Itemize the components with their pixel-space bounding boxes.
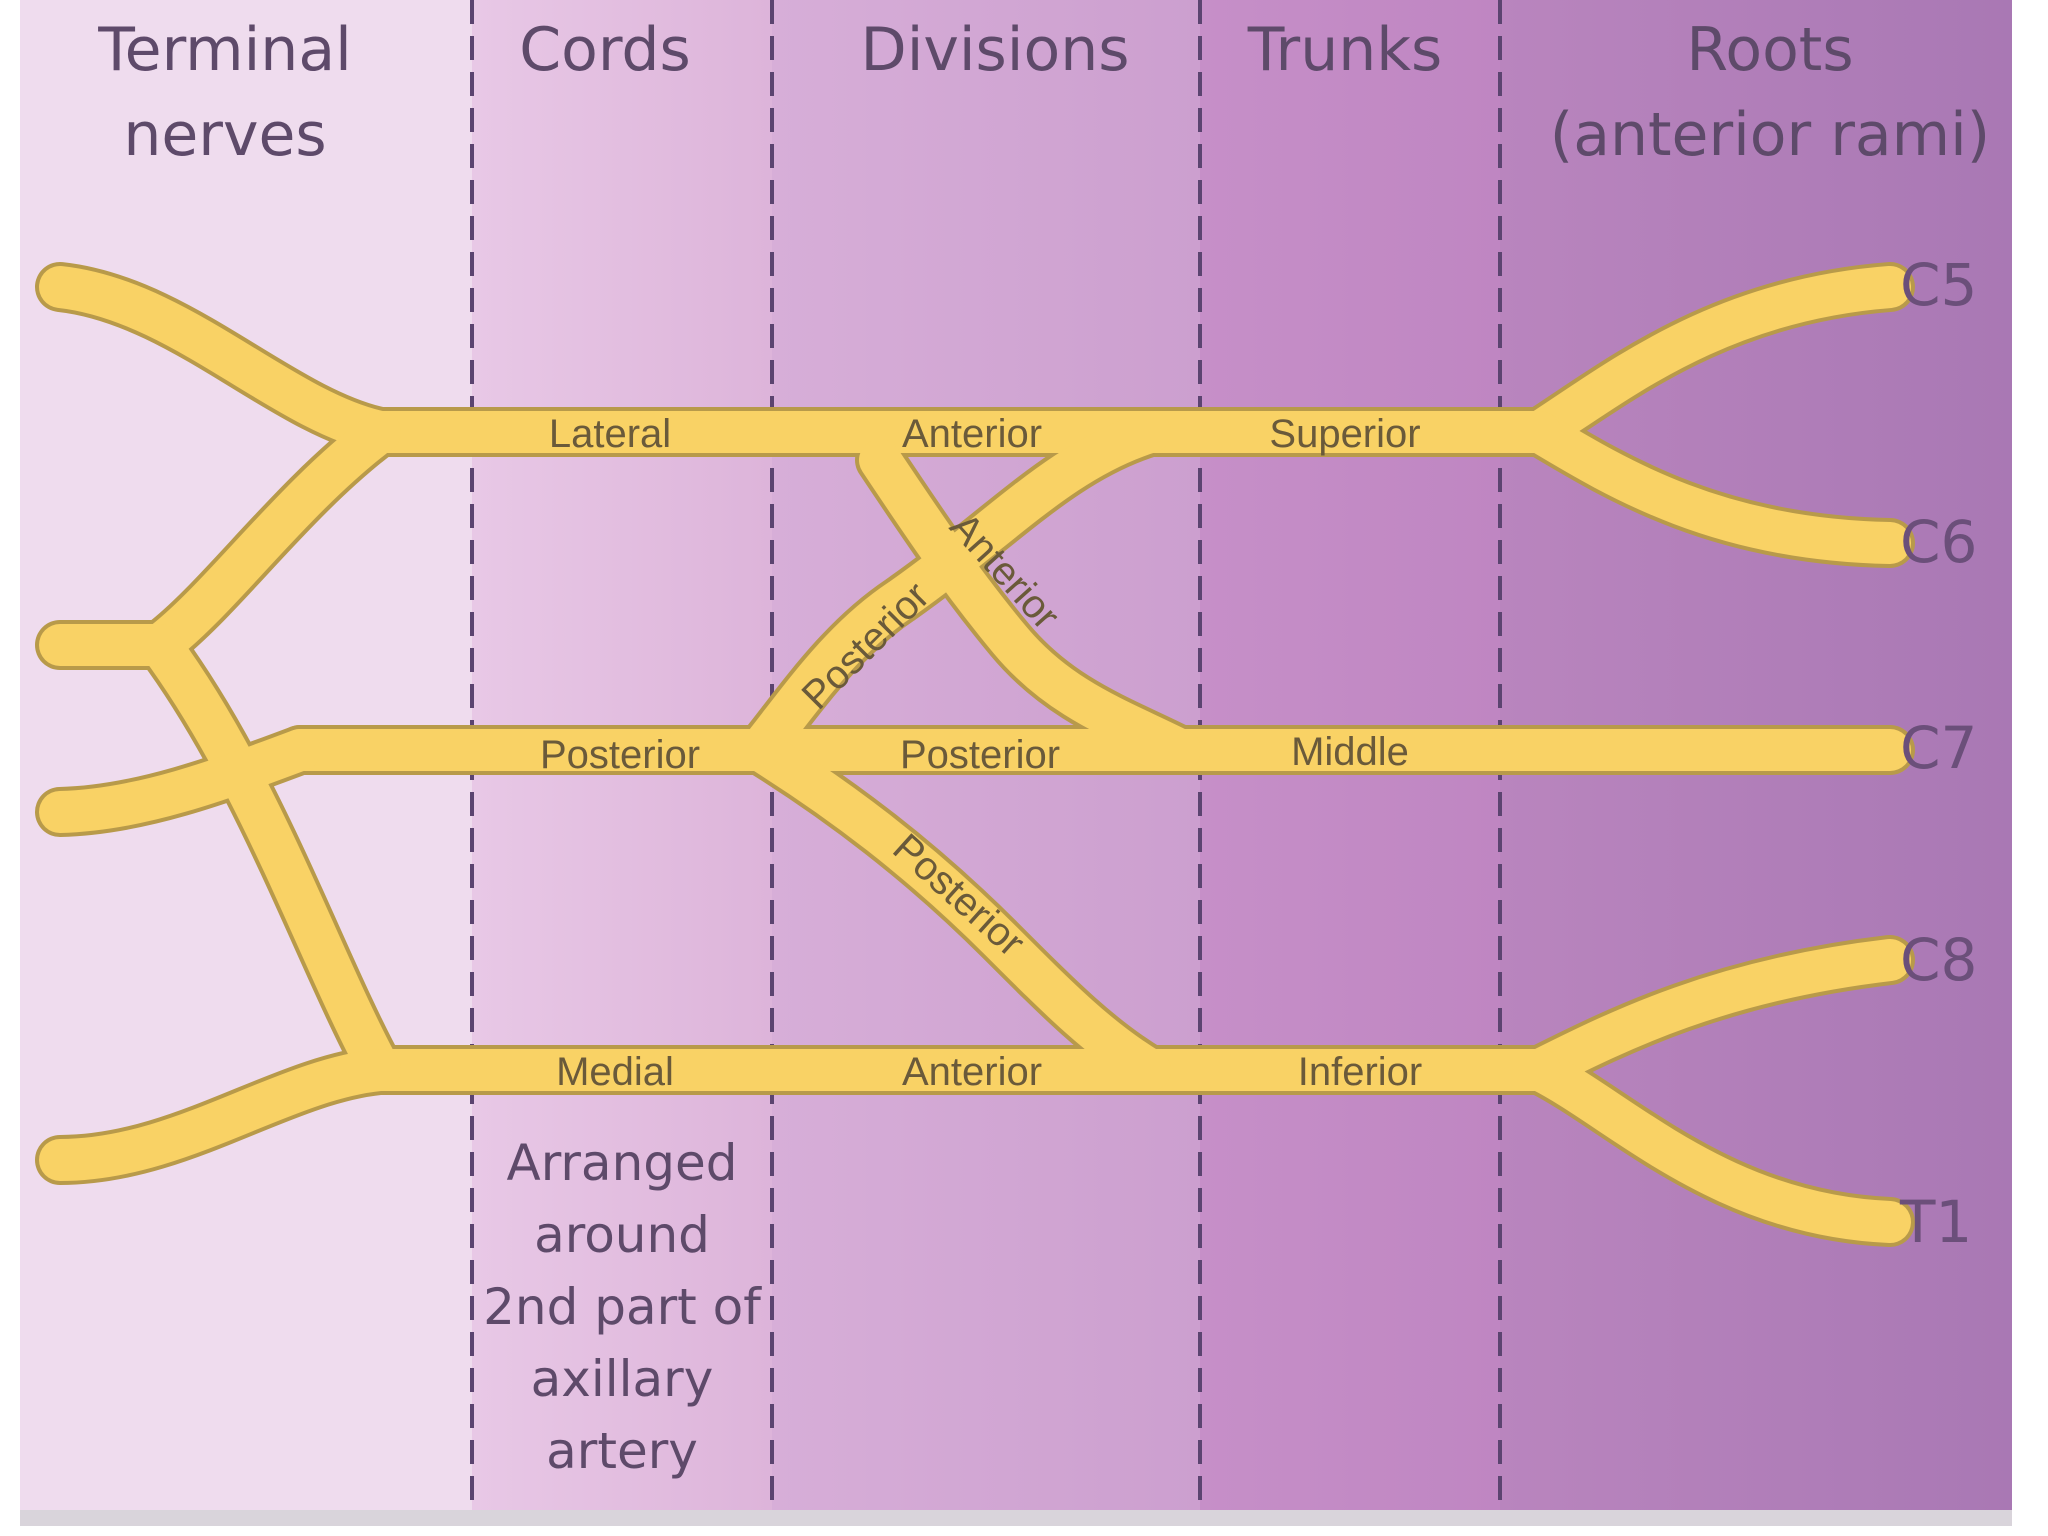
note-line-4: axillary: [531, 1350, 714, 1408]
header-cords: Cords: [519, 15, 691, 85]
cord-label-medial: Medial: [556, 1050, 674, 1094]
header-trunks: Trunks: [1247, 15, 1443, 85]
note-line-2: around: [534, 1206, 710, 1264]
root-c8-nerve: [1519, 939, 1911, 1091]
header-roots-line1: Roots: [1686, 15, 1853, 85]
terminal-nerve-3: [39, 729, 321, 833]
division-label-middle-posterior: Posterior: [900, 733, 1060, 777]
root-label-t1: T1: [1899, 1188, 1972, 1256]
bottom-shadow: [20, 1510, 2012, 1526]
root-label-c6: C6: [1900, 508, 1977, 576]
nerve-fill-group: [39, 266, 1911, 1243]
inferior-posterior-division-nerve: [739, 729, 1171, 1091]
root-label-c5: C5: [1900, 251, 1977, 319]
superior-posterior-division-nerve: [739, 411, 1171, 771]
header-terminal-line2: nerves: [123, 100, 326, 170]
trunk-label-middle: Middle: [1291, 730, 1409, 774]
cord-label-posterior: Posterior: [540, 733, 700, 777]
note-line-5: artery: [546, 1422, 698, 1480]
header-roots-line2: (anterior rami): [1550, 100, 1990, 170]
trunk-label-inferior: Inferior: [1298, 1050, 1423, 1094]
middle-anterior-division-nerve: [859, 439, 1201, 771]
terminal-nerve-1: [39, 266, 401, 453]
cord-label-lateral: Lateral: [549, 412, 671, 456]
division-label-inferior-anterior: Anterior: [902, 1050, 1042, 1094]
trunk-label-superior: Superior: [1269, 412, 1420, 456]
header-divisions: Divisions: [861, 15, 1130, 85]
root-c6-nerve: [1519, 411, 1911, 564]
root-label-c7: C7: [1900, 714, 1977, 782]
lateral-cord-branch: [139, 411, 401, 666]
root-label-c8: C8: [1900, 926, 1977, 994]
note-line-3: 2nd part of: [483, 1278, 762, 1336]
header-terminal-line1: Terminal: [97, 15, 352, 85]
division-label-superior-anterior: Anterior: [902, 412, 1042, 456]
note-line-1: Arranged: [506, 1134, 737, 1192]
root-t1-nerve: [1519, 1049, 1911, 1243]
root-c5-nerve: [1519, 266, 1911, 453]
medial-cord-branch: [139, 624, 401, 1091]
terminal-nerve-4: [39, 1049, 401, 1181]
